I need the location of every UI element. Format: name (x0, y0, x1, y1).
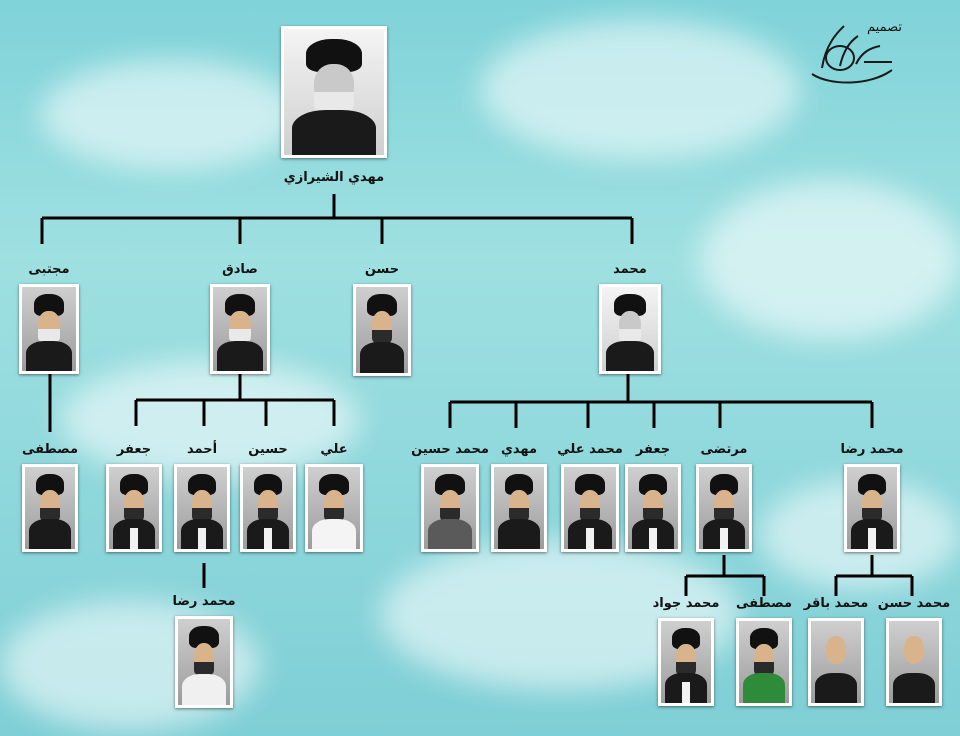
node-mostafa-2[interactable]: مصطفى (728, 596, 800, 706)
person-name: مصطفى (21, 442, 79, 457)
node-mohammad-ali[interactable]: محمد علي (550, 442, 630, 552)
person-name: جعفر (116, 442, 152, 457)
person-name: محمد علي (557, 442, 623, 457)
node-mohammad-jawad[interactable]: محمد جواد (648, 596, 724, 706)
portrait-photo (305, 464, 363, 552)
portrait-photo (844, 464, 900, 552)
cloud-decoration (480, 20, 800, 160)
node-sadiq[interactable]: صادق (202, 262, 278, 374)
person-name: محمد حسن (877, 596, 951, 611)
node-mohammad-hasan[interactable]: محمد حسن (874, 596, 954, 706)
portrait-photo (175, 616, 233, 708)
node-mohammad-hussein[interactable]: محمد حسين (404, 442, 496, 552)
node-ahmad[interactable]: أحمد (168, 442, 236, 552)
portrait-photo (421, 464, 479, 552)
node-mostafa[interactable]: مصطفى (16, 442, 84, 552)
person-name: محمد (613, 262, 647, 277)
portrait-photo (599, 284, 661, 374)
node-mortada[interactable]: مرتضى (688, 442, 760, 552)
cloud-decoration (40, 60, 300, 170)
portrait-photo (353, 284, 411, 376)
person-name: علي (320, 442, 348, 457)
node-mahdi-shirazi[interactable]: مهدي الشيرازي (272, 26, 396, 186)
node-jafar-2[interactable]: جعفر (620, 442, 686, 552)
person-name: أحمد (186, 442, 218, 457)
portrait-photo (808, 618, 864, 706)
portrait-photo (210, 284, 270, 374)
node-mohammad[interactable]: محمد (592, 262, 668, 374)
person-name: صادق (222, 262, 258, 277)
person-name: مجتبى (28, 262, 70, 277)
person-name: مرتضى (700, 442, 748, 457)
node-mahdi[interactable]: مهدي (486, 442, 552, 552)
portrait-photo (491, 464, 547, 552)
portrait-photo (625, 464, 681, 552)
person-name: مصطفى (735, 596, 793, 611)
node-mohammad-reda[interactable]: محمد رضا (832, 442, 912, 552)
person-name: محمد رضا (840, 442, 904, 457)
portrait-photo (174, 464, 230, 552)
portrait-photo (281, 26, 387, 158)
person-name: مهدي (500, 442, 538, 457)
portrait-photo (240, 464, 296, 552)
person-name: جعفر (635, 442, 671, 457)
node-mohammad-baqir[interactable]: محمد باقر (798, 596, 874, 706)
portrait-photo (106, 464, 162, 552)
node-jafar[interactable]: جعفر (100, 442, 168, 552)
person-name: محمد جواد (652, 596, 720, 611)
portrait-photo (561, 464, 619, 552)
person-name: محمد باقر (803, 596, 869, 611)
designer-logo: تصميم (800, 12, 910, 90)
node-mojtaba[interactable]: مجتبى (14, 262, 84, 374)
node-ali[interactable]: علي (300, 442, 368, 552)
calligraphy-logo-icon (811, 25, 893, 84)
portrait-photo (19, 284, 79, 374)
person-name: محمد رضا (172, 594, 236, 609)
portrait-photo (886, 618, 942, 706)
person-name: حسين (248, 442, 288, 457)
person-name: حسن (364, 262, 400, 277)
design-label: تصميم (867, 20, 902, 35)
node-hasan[interactable]: حسن (346, 262, 418, 376)
portrait-photo (658, 618, 714, 706)
node-mohammad-reda-ahmad[interactable]: محمد رضا (164, 594, 244, 708)
cloud-decoration (700, 180, 960, 340)
portrait-photo (22, 464, 78, 552)
person-name: محمد حسين (411, 442, 489, 457)
portrait-photo (696, 464, 752, 552)
node-hussein[interactable]: حسين (234, 442, 302, 552)
person-name: مهدي الشيرازي (283, 170, 385, 185)
cloud-decoration (60, 360, 360, 480)
portrait-photo (736, 618, 792, 706)
